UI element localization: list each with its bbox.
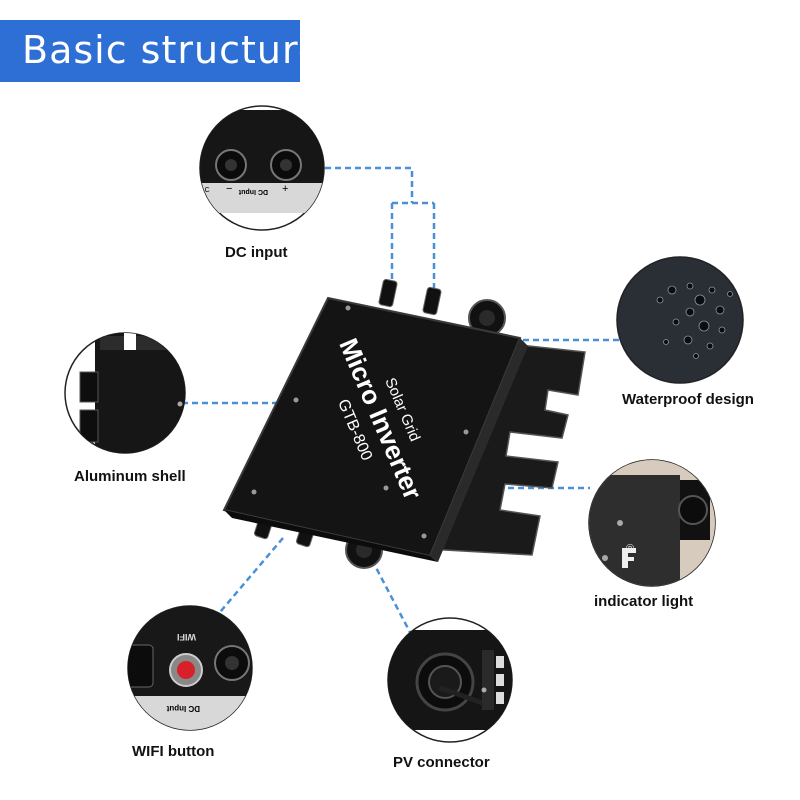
plus-sign: + xyxy=(282,183,288,195)
wifi-small-label: WIFI xyxy=(177,632,196,642)
waterproof-closeup xyxy=(616,256,744,384)
dc-input-small-label: DC Input xyxy=(238,188,268,195)
pv-connector-closeup xyxy=(387,617,513,743)
leader-wifi xyxy=(214,537,284,619)
dc-cables xyxy=(378,278,506,337)
wifi-button-label: WIFI button xyxy=(132,743,215,760)
ac-small-label: AC xyxy=(200,187,210,194)
leader-pv xyxy=(370,559,415,639)
dc-input-small-label-2: DC Input xyxy=(166,704,200,713)
dc-input-closeup: DC Input − + AC xyxy=(199,105,325,231)
registered-mark: ® xyxy=(626,543,634,555)
aluminum-shell-label: Aluminum shell xyxy=(74,468,186,485)
inverter-body xyxy=(222,296,528,562)
waterproof-label: Waterproof design xyxy=(622,391,754,408)
leader-dc-input-top xyxy=(325,166,414,203)
pv-connector-label: PV connector xyxy=(393,754,490,771)
dc-input-label: DC input xyxy=(225,244,288,261)
wifi-button-closeup: WIFI DC Input xyxy=(127,605,253,731)
indicator-light-closeup: ® xyxy=(588,459,716,587)
title-banner: Basic structure xyxy=(0,20,321,82)
page-title: Basic structure xyxy=(22,28,323,72)
minus-sign: − xyxy=(226,183,232,195)
aluminum-shell-closeup xyxy=(64,332,186,454)
indicator-light-label: indicator light xyxy=(594,593,694,610)
